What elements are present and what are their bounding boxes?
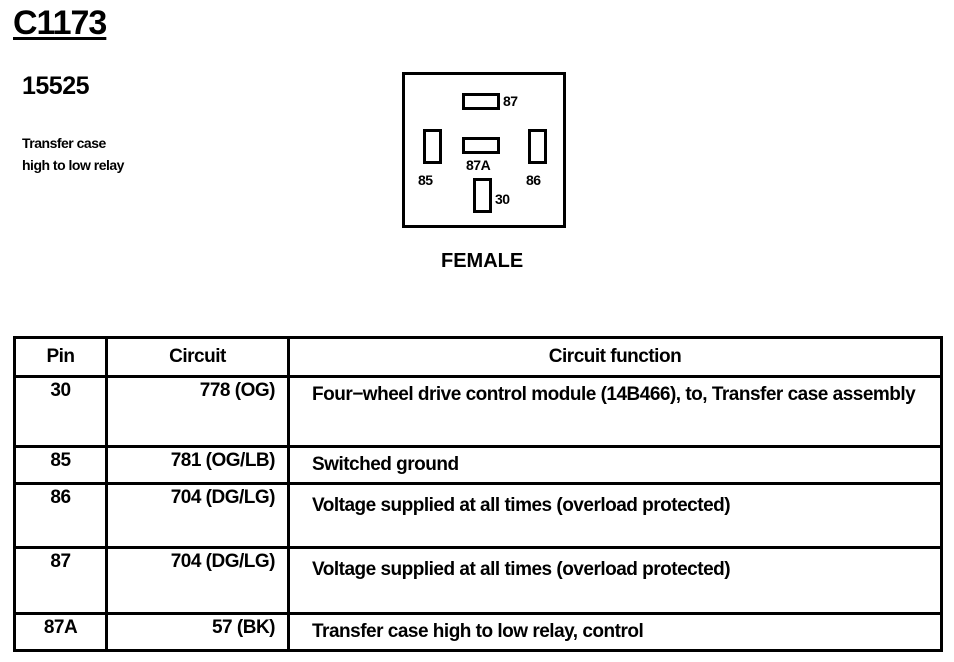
connector-description: Transfer case high to low relay <box>22 132 124 176</box>
row-pin: 87 <box>13 546 108 615</box>
row-circuit: 704 (DG/LG) <box>105 482 290 549</box>
terminal-30 <box>473 178 492 213</box>
header-circuit: Circuit <box>105 336 290 378</box>
connector-id: C1173 <box>13 4 107 42</box>
row-pin: 30 <box>13 375 108 448</box>
table-row: 86 704 (DG/LG) Voltage supplied at all t… <box>13 482 943 549</box>
terminal-87a <box>462 137 500 154</box>
row-function: Voltage supplied at all times (overload … <box>287 482 943 549</box>
row-pin: 87A <box>13 612 108 652</box>
table-header-row: Pin Circuit Circuit function <box>13 336 943 378</box>
terminal-85 <box>423 129 442 164</box>
table-row: 87A 57 (BK) Transfer case high to low re… <box>13 612 943 652</box>
connector-face-diagram: 87 85 87A 86 30 <box>402 72 566 228</box>
row-function: Four−wheel drive control module (14B466)… <box>287 375 943 448</box>
terminal-85-label: 85 <box>418 172 433 188</box>
table-row: 30 778 (OG) Four−wheel drive control mod… <box>13 375 943 448</box>
connector-gender: FEMALE <box>441 250 524 272</box>
row-pin: 85 <box>13 445 108 485</box>
terminal-87a-label: 87A <box>466 157 491 173</box>
terminal-86-label: 86 <box>526 172 541 188</box>
terminal-86 <box>528 129 547 164</box>
pinout-table: Pin Circuit Circuit function 30 778 (OG)… <box>13 336 943 652</box>
row-function: Voltage supplied at all times (overload … <box>287 546 943 615</box>
table-row: 87 704 (DG/LG) Voltage supplied at all t… <box>13 546 943 615</box>
description-line-2: high to low relay <box>22 157 124 173</box>
header-pin: Pin <box>13 336 108 378</box>
header-circuit-function: Circuit function <box>287 336 943 378</box>
row-function: Transfer case high to low relay, control <box>287 612 943 652</box>
row-function: Switched ground <box>287 445 943 485</box>
terminal-30-label: 30 <box>495 191 510 207</box>
row-circuit: 704 (DG/LG) <box>105 546 290 615</box>
row-circuit: 781 (OG/LB) <box>105 445 290 485</box>
terminal-87 <box>462 93 500 110</box>
row-pin: 86 <box>13 482 108 549</box>
row-circuit: 778 (OG) <box>105 375 290 448</box>
row-circuit: 57 (BK) <box>105 612 290 652</box>
terminal-87-label: 87 <box>503 93 518 109</box>
part-number: 15525 <box>22 72 90 100</box>
description-line-1: Transfer case <box>22 135 106 151</box>
table-row: 85 781 (OG/LB) Switched ground <box>13 445 943 485</box>
